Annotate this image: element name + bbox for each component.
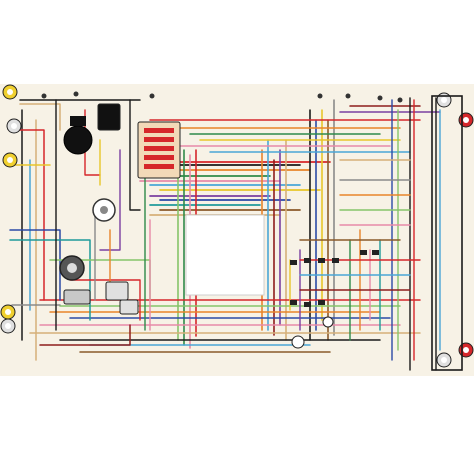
lamp-bulb — [11, 123, 17, 129]
terminal — [317, 93, 323, 99]
terminal — [397, 97, 403, 103]
fuse — [144, 146, 174, 151]
instrument-cluster — [291, 316, 334, 349]
lamp-bulb — [5, 309, 11, 315]
gauge-icon — [291, 335, 305, 349]
lamp-bulb — [463, 347, 469, 353]
right-tail-lamp-upper — [458, 112, 474, 128]
right-marker-upper — [436, 92, 452, 108]
battery — [63, 289, 91, 305]
switch-icon — [105, 281, 129, 301]
left-headlamp-lower — [0, 304, 16, 320]
center-panel — [185, 214, 265, 296]
ignition-coil — [63, 116, 93, 155]
fuse — [144, 128, 174, 133]
lamp-bulb — [7, 157, 13, 163]
right-marker-lower — [436, 352, 452, 368]
terminal — [345, 93, 351, 99]
left-side-marker — [0, 318, 16, 334]
fuse — [144, 164, 174, 169]
right-tail-lamp-lower — [458, 342, 474, 358]
distributor-rotor — [100, 206, 108, 214]
connector — [372, 250, 379, 255]
terminal — [41, 93, 47, 99]
starter-motor — [59, 255, 85, 281]
wire-red — [13, 129, 45, 301]
wire-purple — [99, 149, 121, 251]
gauge-icon — [322, 316, 334, 328]
voltage-regulator — [97, 103, 121, 131]
distributor — [92, 198, 116, 222]
switch-icon — [119, 299, 139, 315]
wire-tan — [19, 103, 61, 131]
terminal — [149, 93, 155, 99]
coil-icon — [63, 125, 93, 155]
left-headlamp-inner — [6, 118, 22, 134]
battery-icon — [63, 289, 91, 305]
connector — [290, 300, 297, 305]
motor-hub — [67, 263, 77, 273]
headlight-switch — [119, 299, 139, 315]
left-parking-lamp — [2, 152, 18, 168]
connector — [290, 260, 297, 265]
rear-harness-frame — [431, 95, 463, 371]
connector — [304, 302, 311, 307]
wire-red — [69, 279, 141, 321]
connector — [318, 300, 325, 305]
wire-black — [129, 99, 141, 211]
connector — [332, 258, 339, 263]
terminal — [377, 95, 383, 101]
ignition-switch — [105, 281, 129, 301]
left-headlamp-upper — [2, 84, 18, 100]
terminal — [73, 91, 79, 97]
lamp-bulb — [441, 357, 447, 363]
connector — [304, 258, 311, 263]
connector — [318, 258, 325, 263]
wire-dark-red — [39, 324, 131, 346]
coil-cap — [70, 116, 86, 126]
component-layer — [0, 84, 474, 371]
fuse — [144, 137, 174, 142]
connector — [360, 250, 367, 255]
relay-icon — [97, 103, 121, 131]
lamp-bulb — [441, 97, 447, 103]
fuse — [144, 155, 174, 160]
wire-dark-blue — [9, 229, 61, 301]
lamp-bulb — [463, 117, 469, 123]
lamp-bulb — [5, 323, 11, 329]
lamp-bulb — [7, 89, 13, 95]
